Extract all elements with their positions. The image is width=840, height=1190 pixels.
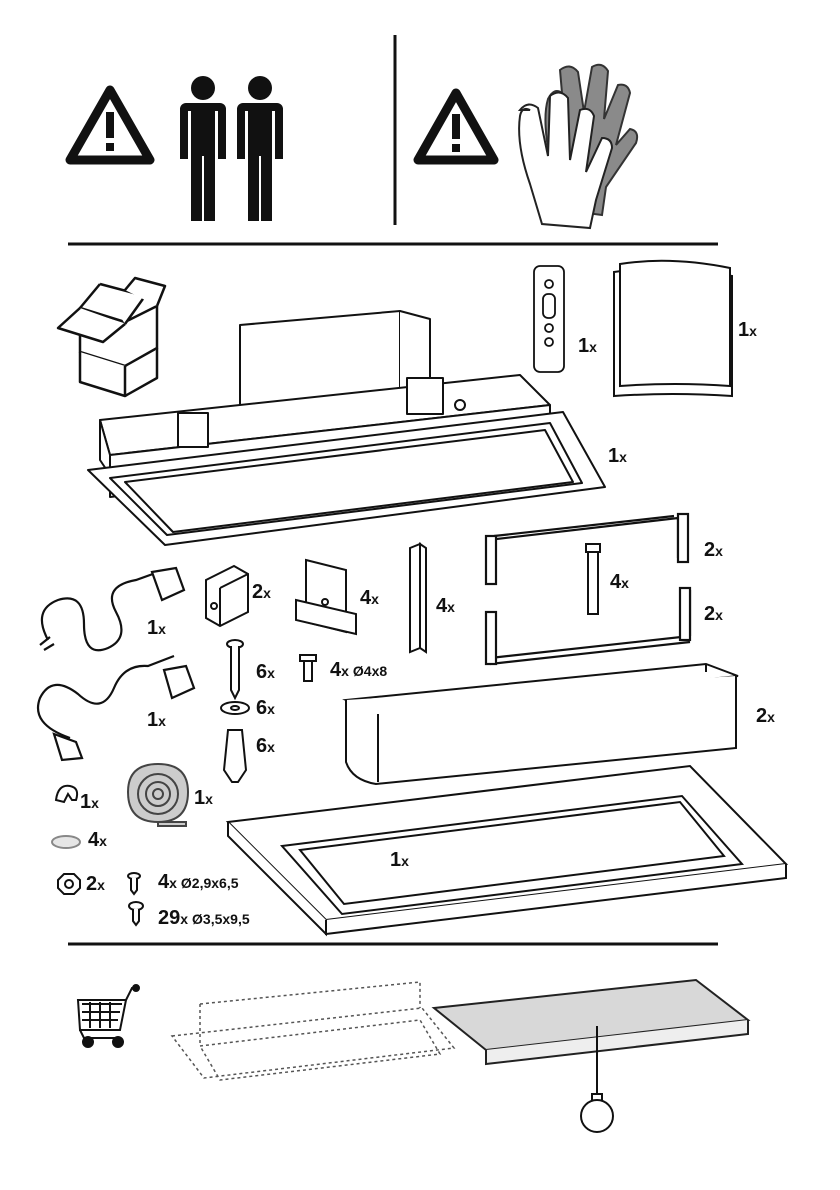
medium-screw <box>128 901 144 927</box>
threaded-rod <box>585 543 601 615</box>
qty-rod: 4x <box>610 571 629 593</box>
qty-nut: 2x <box>86 873 105 895</box>
gloves-icon <box>517 63 639 230</box>
hood-unit <box>87 310 606 546</box>
washer <box>220 701 250 715</box>
frame-top <box>484 512 690 586</box>
power-cable-b <box>37 654 196 762</box>
frame-bottom <box>484 586 692 666</box>
remote-control <box>533 265 565 373</box>
warning-icon <box>413 88 499 165</box>
adhesive-pad <box>51 835 81 849</box>
qty-plate: 4x <box>360 587 379 609</box>
mounting-plate <box>295 558 357 636</box>
qty-cable-b: 1x <box>147 709 166 731</box>
qty-tape: 1x <box>194 787 213 809</box>
qty-pad: 4x <box>88 829 107 851</box>
front-panel <box>225 764 789 937</box>
power-cable-a <box>39 566 186 652</box>
qty-hood: 1x <box>608 445 627 467</box>
long-screw <box>226 639 244 701</box>
cover-channel <box>342 662 739 786</box>
lamp-icon <box>580 1026 614 1133</box>
qty-bracket: 2x <box>252 581 271 603</box>
cable-clip <box>54 784 79 804</box>
cap-nut <box>57 873 81 895</box>
tape-roll <box>126 762 190 827</box>
manual-booklet <box>613 259 733 398</box>
qty-screw-long: 6x <box>256 661 275 683</box>
cart-icon <box>76 984 140 1048</box>
qty-manual: 1x <box>738 319 757 341</box>
warning-icon <box>65 85 155 165</box>
accessory-panel <box>431 978 751 1066</box>
wall-bracket <box>205 564 249 628</box>
qty-cable-a: 1x <box>147 617 166 639</box>
qty-panel: 1x <box>390 849 409 871</box>
box-icon <box>56 276 167 398</box>
qty-clip: 1x <box>80 791 99 813</box>
slotted-rail <box>409 542 427 654</box>
qty-frame-top: 2x <box>704 539 723 561</box>
small-screw <box>127 872 141 896</box>
accessory-assembly <box>170 981 456 1081</box>
qty-rail: 4x <box>436 595 455 617</box>
qty-remote: 1x <box>578 335 597 357</box>
qty-cover: 2x <box>756 705 775 727</box>
qty-washer: 6x <box>256 697 275 719</box>
qty-frame-bottom: 2x <box>704 603 723 625</box>
wall-anchor <box>222 729 248 783</box>
two-persons-icon <box>180 76 283 221</box>
bolt <box>299 654 317 682</box>
qty-anchor: 6x <box>256 735 275 757</box>
